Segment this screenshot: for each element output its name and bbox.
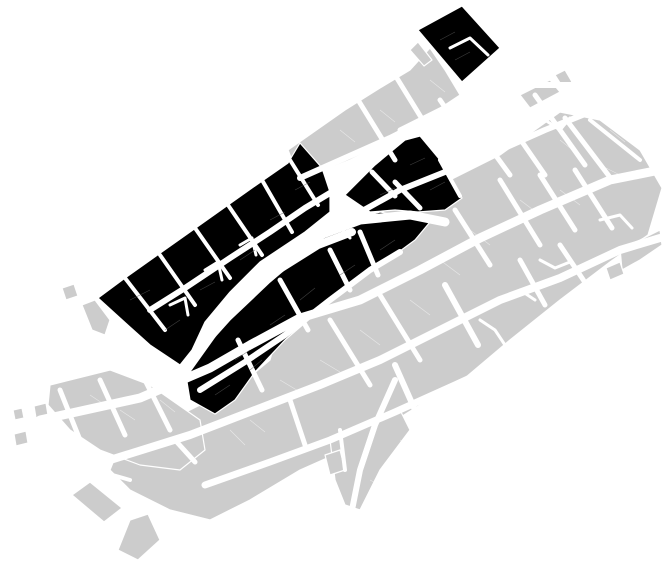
street [35, 165, 665, 425]
street [392, 72, 438, 143]
street [97, 377, 128, 438]
street [238, 236, 258, 257]
street [538, 258, 572, 270]
street [437, 97, 483, 161]
context-block [71, 481, 123, 523]
street [517, 257, 548, 308]
street [497, 107, 548, 178]
street [557, 242, 593, 293]
street [193, 226, 232, 280]
context-block [13, 430, 29, 447]
context-block [287, 47, 461, 181]
street [327, 247, 353, 293]
street [478, 318, 507, 347]
street [392, 362, 418, 413]
street [537, 172, 578, 233]
context-block [409, 41, 433, 67]
street-network [35, 36, 665, 523]
street [338, 428, 347, 472]
street [323, 226, 352, 240]
street [201, 296, 644, 489]
street [503, 288, 537, 302]
street [467, 117, 513, 178]
street [357, 229, 381, 278]
street [142, 377, 173, 433]
street [147, 187, 338, 313]
street [543, 116, 572, 132]
street [226, 203, 264, 257]
street [123, 276, 167, 332]
street [297, 82, 573, 181]
parcel-line [89, 79, 626, 489]
parcel-line [129, 31, 471, 396]
highlighted-block [344, 135, 463, 213]
context-block [605, 261, 625, 281]
street [352, 92, 398, 163]
street [53, 428, 132, 482]
street [287, 397, 308, 448]
context-block [117, 513, 161, 561]
street [327, 317, 373, 388]
street [588, 118, 642, 162]
context-parcel-lines [89, 79, 626, 489]
street [204, 228, 356, 329]
street [448, 36, 490, 57]
street [347, 377, 398, 523]
context-block [12, 407, 25, 421]
street [377, 292, 423, 363]
street [57, 387, 83, 443]
street [172, 437, 198, 465]
street [562, 115, 615, 183]
street [392, 179, 423, 211]
street [452, 207, 493, 268]
street [158, 253, 197, 307]
context-block [61, 283, 79, 301]
street [203, 260, 224, 282]
street [438, 158, 462, 198]
highlighted-parcel-lines [129, 31, 471, 396]
street [260, 178, 294, 234]
street [235, 337, 265, 393]
street [497, 177, 543, 248]
street [180, 210, 450, 377]
context-block [81, 299, 111, 336]
street [277, 277, 311, 333]
street [598, 213, 634, 230]
street [168, 296, 190, 317]
street [288, 158, 320, 207]
street [369, 169, 398, 199]
street [442, 282, 481, 348]
